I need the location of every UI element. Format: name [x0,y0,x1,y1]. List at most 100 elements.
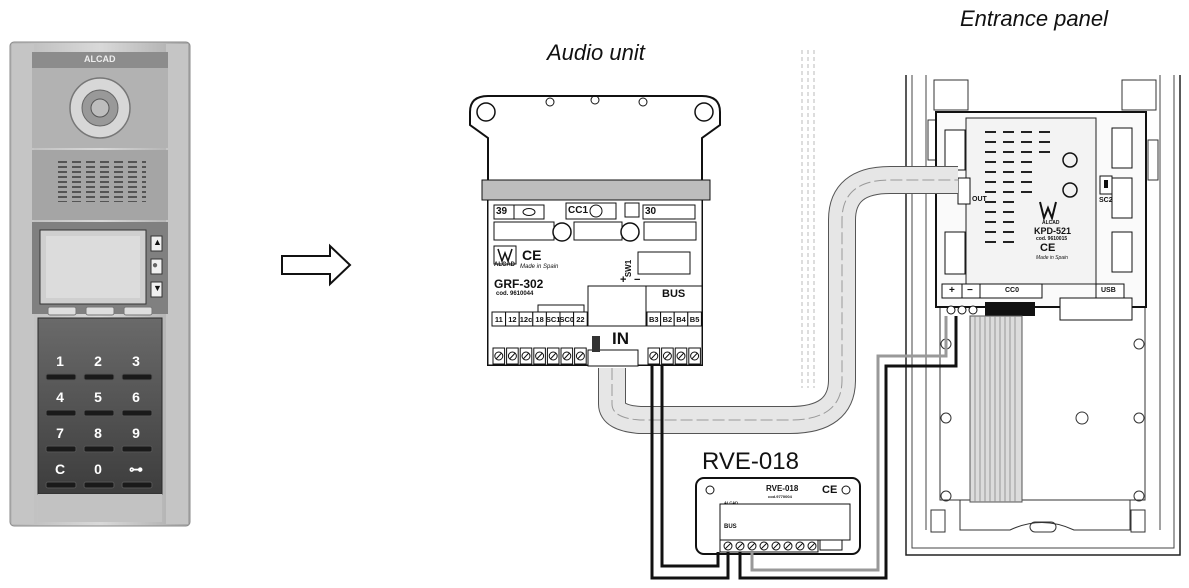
keypad-key: 2 [83,353,115,381]
usb-label: USB [1101,287,1116,294]
rve-brand-label: ALCAD [724,500,738,505]
panel-nav-up-key: ▲ [153,237,162,247]
rve-terminal [783,541,793,551]
sc2-label: SC2 [1099,197,1113,204]
audio-terminal-label: 11 [495,315,503,324]
connector-30-label: 30 [645,206,657,217]
keypad-key: 7 [45,425,77,453]
audio-terminal: SC1 [545,311,561,365]
rve-018-caption: RVE-018 [702,448,799,475]
bus-terminal-label: B3 [649,315,659,324]
keypad-key: 4 [45,389,77,417]
rve-code-label: cod.9770004 [768,494,792,499]
audio-terminal: 12 [505,311,520,365]
keypad-key: 9 [121,425,153,453]
rve-terminal [759,541,769,551]
keypad-key-label: 2 [94,353,102,369]
keypad-key-label: 0 [94,461,102,477]
audio-terminal: 18 [532,311,547,365]
keypad-key-label: 3 [132,353,140,369]
kpd-minus-label: − [967,285,973,296]
kpd-made-in-label: Made in Spain [1036,255,1068,261]
rve-terminal [723,541,733,551]
kpd-ce-mark: CE [1040,242,1056,254]
bus-terminal-label: B2 [663,315,673,324]
audio-terminal-label: 12c [520,315,533,324]
panel-nav-down-key: ▼ [153,283,162,293]
audio-terminal: 11 [491,311,507,365]
bus-terminal: B2 [660,311,675,365]
kpd-brand-label: ALCAD [1042,220,1060,226]
audio-code-label: cod. 9610044 [496,291,534,297]
keypad-key: 5 [83,389,115,417]
flat-ribbon-cable [969,315,1023,503]
grf-302-audio-unit [469,95,721,367]
keypad-key-label: 6 [132,389,140,405]
connector-39-label: 39 [496,206,508,217]
ribbon-cable-in-out [598,166,958,434]
kpd-plus-label: + [949,285,955,296]
rve-terminal [771,541,781,551]
keypad-key-label: C [55,461,65,477]
keypad-key-label: 9 [132,425,140,441]
bus-terminal: B3 [646,311,662,365]
audio-terminal-label: 22 [576,315,584,324]
keypad-key-label: 8 [94,425,102,441]
panel-nav-bell-key: ● [152,260,159,271]
keypad-key: ⊶ [121,461,153,489]
audio-unit-caption: Audio unit [547,40,645,65]
kpd-model-label: KPD-521 [1034,226,1072,236]
audio-brand-label: ALCAD [494,262,515,268]
rve-018-module [695,477,861,555]
audio-terminal-label: SC1 [546,315,561,324]
audio-terminal-label: SC0 [560,315,575,324]
cc1-label: CC1 [568,205,589,216]
entrance-panel-frame [905,75,1181,556]
kpd-521-module [935,111,1147,321]
bus-terminal: B5 [687,311,702,365]
rve-bus-label: BUS [724,524,737,530]
entrance-panel-photo [9,41,191,527]
keypad-key-label: ⊶ [129,461,143,477]
panel-brand-label: ALCAD [84,54,116,64]
keypad-key: 3 [121,353,153,381]
keypad-key-label: 4 [56,389,64,405]
bus-label: BUS [662,288,686,300]
keypad-key-label: 1 [56,353,64,369]
grey-wires [750,316,948,572]
minus-terminal-label: − [634,274,641,286]
keypad-key: 6 [121,389,153,417]
keypad-key: C [45,461,77,489]
rve-model-label: RVE-018 [766,484,799,493]
in-label: IN [612,329,629,348]
cc0-label: CC0 [1005,287,1020,294]
rve-terminal [795,541,805,551]
audio-terminal-label: 12 [508,315,516,324]
audio-made-in-label: Made in Spain [520,264,559,270]
audio-terminal-label: 18 [535,315,543,324]
rve-terminal [747,541,757,551]
entrance-panel-caption: Entrance panel [960,6,1108,31]
bus-wires [650,316,958,580]
audio-model-label: GRF-302 [494,277,544,291]
keypad-key-label: 7 [56,425,64,441]
bus-terminal-label: B4 [676,315,686,324]
audio-ce-mark: CE [522,247,542,263]
bus-terminal: B4 [673,311,689,365]
kpd-code-label: cod. 9610015 [1036,236,1068,242]
bus-terminal-label: B5 [690,315,700,324]
audio-terminal: 22 [573,311,588,365]
keypad-key-label: 5 [94,389,102,405]
keypad-key: 8 [83,425,115,453]
right-arrow-icon [281,243,352,287]
keypad-key: 0 [83,461,115,489]
camera-lens-icon [69,77,131,139]
rve-terminal [735,541,745,551]
audio-terminal: 12c [518,311,534,365]
rve-ce-mark: CE [822,484,838,496]
keypad-key: 1 [45,353,77,381]
rve-terminal [807,541,817,551]
out-port-label: OUT [972,196,987,203]
plus-terminal-label: + [620,274,627,286]
